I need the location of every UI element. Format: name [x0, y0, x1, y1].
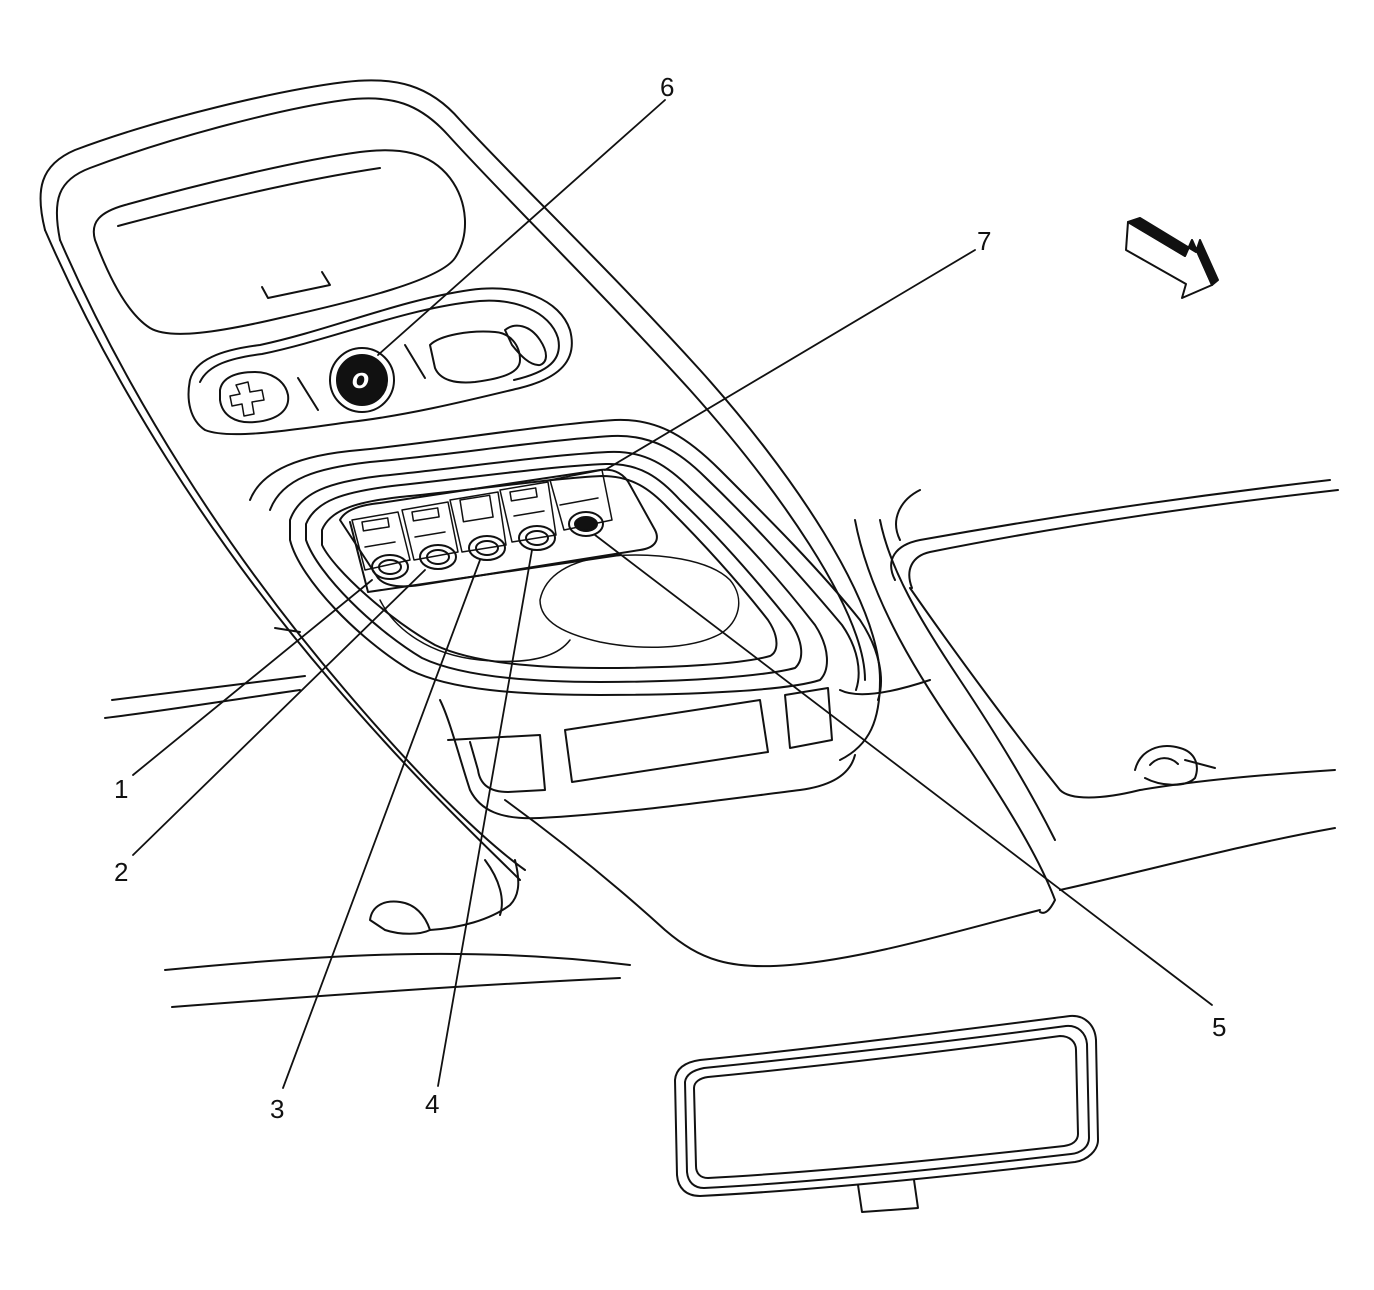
callout-7: 7	[977, 226, 991, 256]
callout-4: 4	[425, 1089, 439, 1119]
callout-1: 1	[114, 774, 128, 804]
direction-arrow-icon	[1125, 217, 1219, 299]
lower-console-trim	[439, 687, 1041, 968]
callout-5: 5	[1212, 1012, 1226, 1042]
leader-lines	[132, 99, 1213, 1089]
callout-2: 2	[114, 857, 128, 887]
overhead-console-housing: O	[39, 79, 881, 881]
callout-6: 6	[660, 72, 674, 102]
onstar-glyph: O	[352, 369, 369, 393]
callouts: 6 7 1 2 3 4 5	[114, 72, 1226, 1124]
callout-3: 3	[270, 1094, 284, 1124]
headliner	[104, 479, 1339, 1008]
rearview-mirror	[674, 1014, 1099, 1213]
switch-bank	[249, 418, 882, 701]
